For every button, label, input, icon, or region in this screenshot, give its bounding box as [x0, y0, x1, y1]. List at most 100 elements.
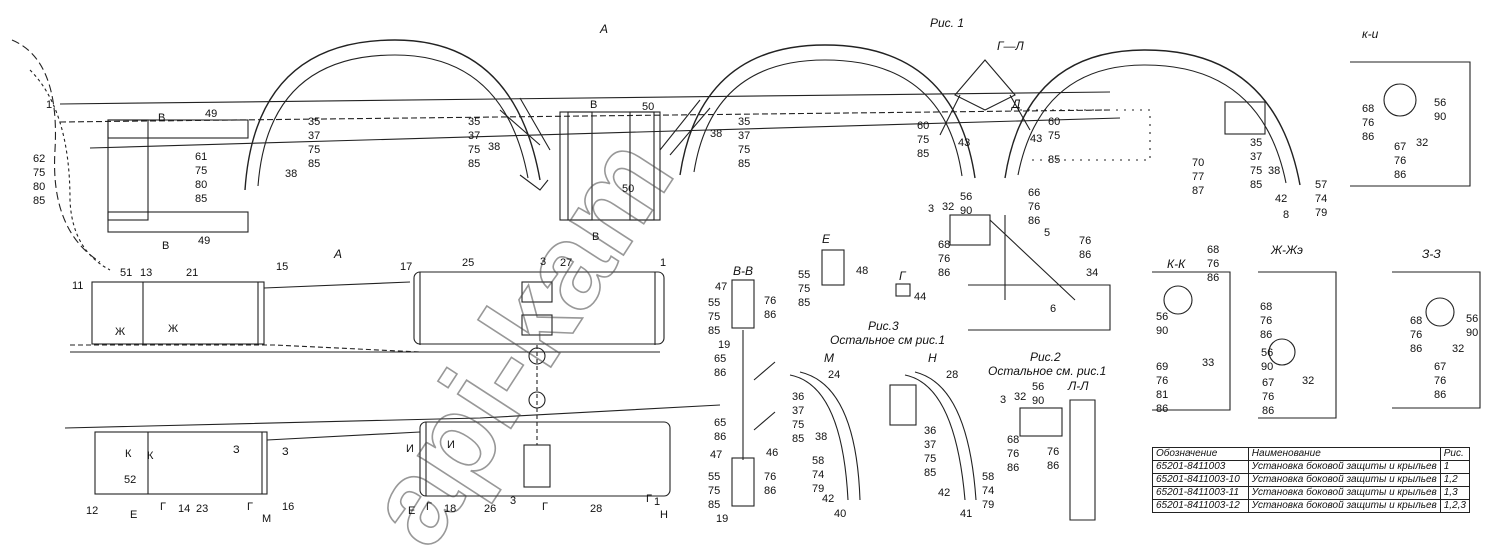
section-zhzh-title: Ж-Жэ	[1270, 243, 1303, 257]
item-label: 76	[1007, 448, 1019, 460]
fender-stay-2	[659, 99, 711, 156]
item-label: 48	[856, 265, 868, 277]
item-label: 23	[196, 503, 208, 515]
fig2-ll-plate	[1069, 399, 1096, 521]
item-label: 52	[124, 474, 136, 486]
fig2-bracket-upper	[949, 214, 991, 246]
fig3-title: Рис.3	[868, 319, 899, 333]
side-guard-post-1	[142, 282, 259, 345]
section-ii-title: к-и	[1362, 27, 1379, 41]
item-label: 86	[1207, 272, 1219, 284]
item-label: 76	[938, 253, 950, 265]
item-label: 38	[815, 431, 827, 443]
section-kk-title: К-К	[1167, 257, 1186, 271]
item-label: 12	[86, 505, 98, 517]
item-label: 86	[1262, 405, 1274, 417]
bracket-plate-2-right	[629, 111, 655, 221]
detail-n-arc-2	[914, 371, 977, 501]
cab-outline	[11, 39, 101, 263]
side-guard-clamp-2	[521, 314, 553, 336]
item-label: Г	[542, 501, 548, 513]
fig2-note: Остальное см. рис.1	[988, 364, 1106, 378]
section-zhzh-clamp	[1268, 338, 1296, 366]
item-label: 85	[308, 158, 320, 170]
bracket-g-l-legs	[939, 94, 1031, 136]
bracket-plate-1	[107, 119, 149, 221]
fender-2-inner	[693, 59, 963, 177]
item-label: 32	[942, 201, 954, 213]
section-vv-title: В-В	[733, 264, 753, 278]
fender-3	[1004, 49, 1301, 186]
fender-1	[244, 39, 541, 191]
item-label: 37	[738, 130, 750, 142]
bracket-plate-2	[559, 111, 661, 221]
item-label: 44	[914, 291, 926, 303]
item-label: 37	[468, 130, 480, 142]
item-label: 86	[1362, 131, 1374, 143]
item-label: 76	[1394, 155, 1406, 167]
detail-n-arc	[904, 374, 966, 501]
fig3-note: Остальное см рис.1	[830, 333, 945, 347]
section-kk-clamp	[1163, 285, 1193, 315]
item-label: 8	[1283, 209, 1289, 221]
table-header: Наименование	[1247, 447, 1441, 461]
item-label: 40	[834, 508, 846, 520]
section-kk-block	[1152, 271, 1231, 411]
detail-n-bracket	[889, 384, 917, 426]
item-label: 68	[1260, 301, 1272, 313]
item-label: 51	[120, 267, 132, 279]
table-cell: 1,3	[1439, 486, 1471, 500]
item-label: 56	[1156, 311, 1168, 323]
detail-m-arc-2	[799, 371, 861, 501]
item-label: 3	[928, 203, 934, 215]
table-cell: Установка боковой защиты и крыльев	[1247, 486, 1441, 500]
item-label: 76	[1079, 235, 1091, 247]
section-zz-title: З-З	[1422, 247, 1441, 261]
item-label: 55	[708, 297, 720, 309]
item-label: В	[158, 112, 165, 124]
fender-1-inner	[257, 54, 529, 187]
item-label: 86	[1260, 329, 1272, 341]
fig2-title: Рис.2	[1030, 350, 1061, 364]
item-label: 41	[960, 508, 972, 520]
item-label: 46	[766, 447, 778, 459]
fender-1-mud	[519, 174, 549, 191]
item-label: 85	[468, 158, 480, 170]
item-label: 27	[560, 257, 572, 269]
item-label: 57	[1315, 179, 1327, 191]
item-label: Е	[130, 509, 137, 521]
table-cell: 1	[1439, 460, 1471, 474]
item-label: 76	[1262, 391, 1274, 403]
frame-top-upper-edge	[59, 91, 1111, 105]
item-label: 32	[1014, 391, 1026, 403]
table-row: 65201-8411003-10 Установка боковой защит…	[1152, 473, 1471, 487]
item-label: 37	[924, 439, 936, 451]
item-label: 18	[444, 503, 456, 515]
side-frame-line-2	[70, 344, 421, 353]
item-label: 76	[1410, 329, 1422, 341]
item-label: В	[590, 99, 597, 111]
item-label: 13	[140, 267, 152, 279]
section-vv-stays	[753, 361, 776, 431]
table-cell: 65201-8411003	[1152, 460, 1249, 474]
item-label: 43	[1030, 133, 1042, 145]
table-cell: 65201-8411003-12	[1152, 499, 1249, 513]
item-label: 62	[33, 153, 45, 165]
item-label: 76	[1207, 258, 1219, 270]
item-label: 74	[1315, 193, 1327, 205]
item-label: 85	[708, 499, 720, 511]
table-cell: Установка боковой защиты и крыльев	[1247, 499, 1441, 513]
item-label: В	[592, 231, 599, 243]
item-label: Ж	[115, 326, 125, 338]
item-label: 85	[195, 193, 207, 205]
item-label: 21	[186, 267, 198, 279]
item-label: Г	[646, 493, 652, 505]
item-label: Г	[160, 501, 166, 513]
item-label: 47	[710, 449, 722, 461]
section-zz-block	[1392, 271, 1481, 409]
item-label: 56	[1434, 97, 1446, 109]
item-label: 35	[738, 116, 750, 128]
item-label: 76	[1028, 201, 1040, 213]
item-label: 28	[946, 369, 958, 381]
